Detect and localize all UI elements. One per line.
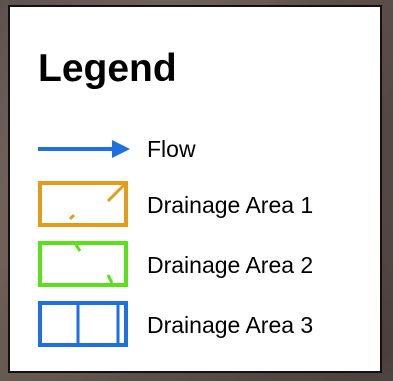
drainage-area-3-swatch-icon — [38, 301, 128, 347]
legend-item-drainage-area-3: Drainage Area 3 — [34, 299, 374, 347]
map-legend: Legend Flow Drainage Area 1 Drainage Are… — [8, 5, 382, 373]
drainage-area-1-swatch-icon — [38, 181, 128, 227]
legend-label-drainage-area-2: Drainage Area 2 — [147, 252, 314, 278]
legend-title: Legend — [38, 47, 177, 90]
drainage-area-2-swatch-icon — [38, 241, 128, 287]
legend-label-drainage-area-1: Drainage Area 1 — [147, 192, 314, 218]
legend-item-flow: Flow — [34, 127, 374, 171]
legend-item-drainage-area-1: Drainage Area 1 — [34, 179, 374, 227]
flow-arrow-icon — [38, 140, 130, 158]
legend-label-drainage-area-3: Drainage Area 3 — [147, 312, 314, 338]
legend-item-drainage-area-2: Drainage Area 2 — [34, 239, 374, 287]
legend-label-flow: Flow — [147, 136, 196, 162]
